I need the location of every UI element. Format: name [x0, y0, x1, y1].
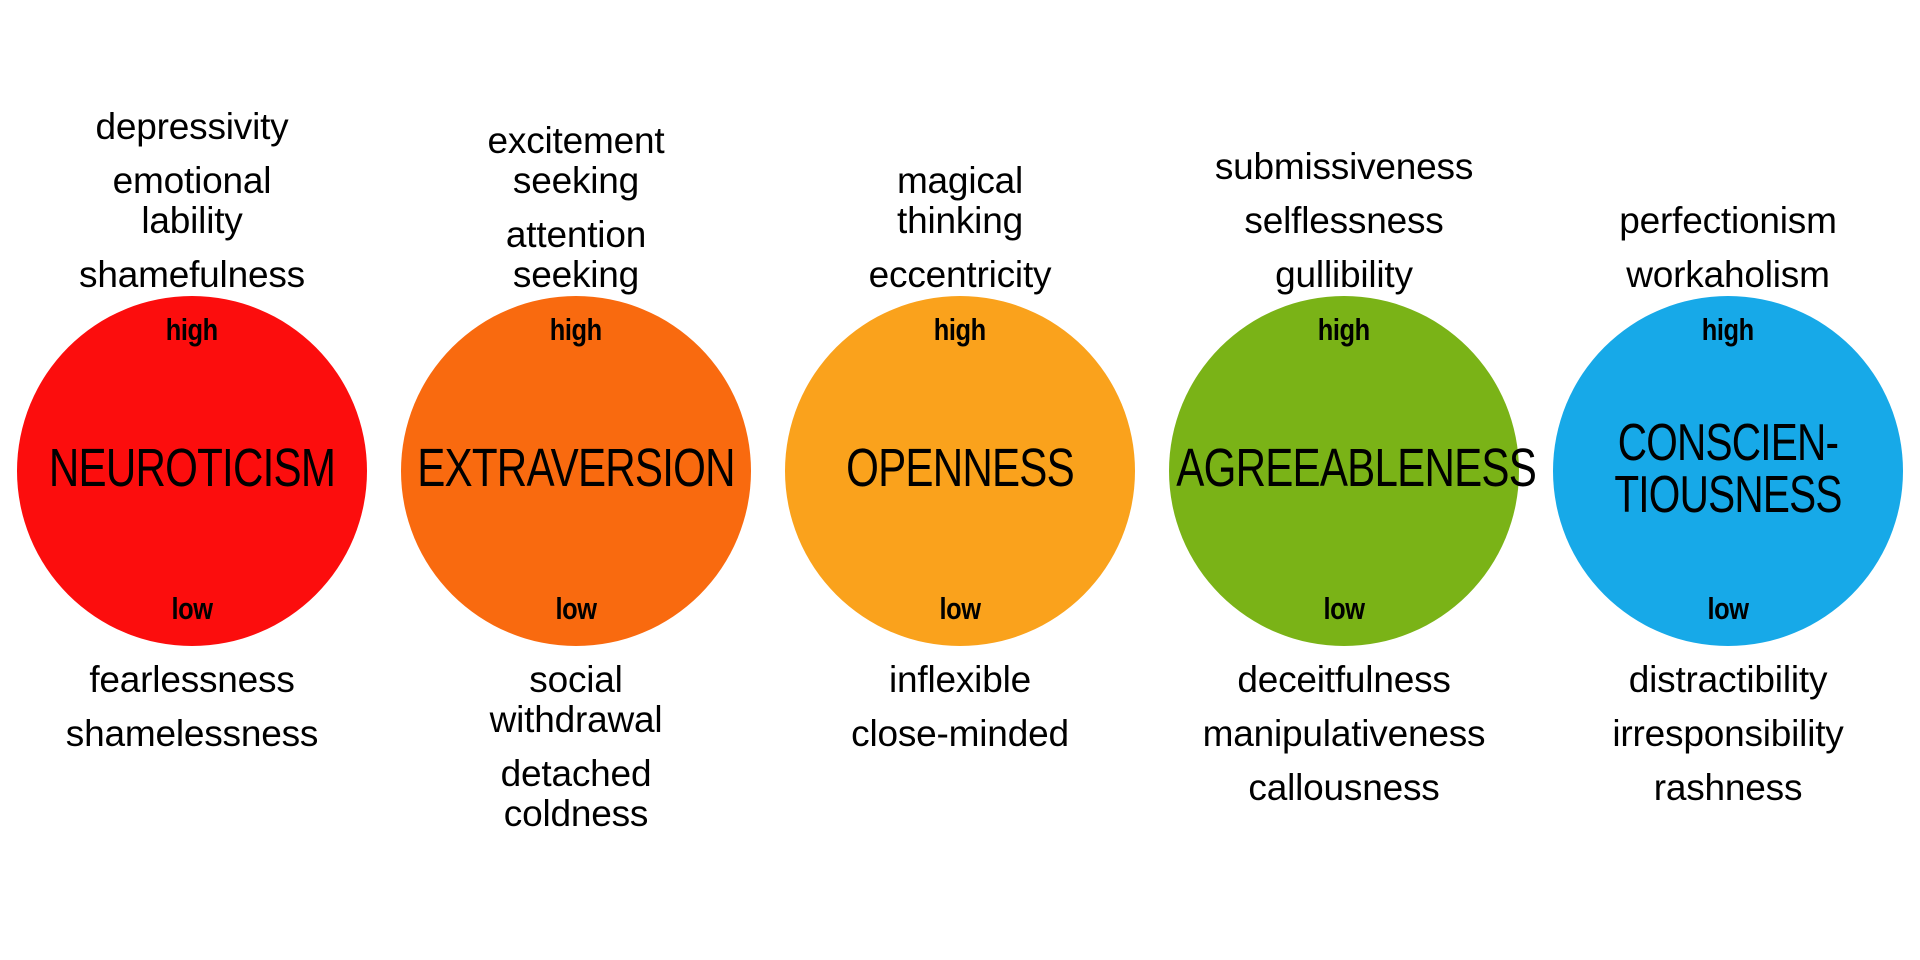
low-facet-list: social withdrawal detached coldness	[384, 660, 768, 834]
trait-name: AGREEABLENESS	[1176, 438, 1537, 499]
low-facet-label: detached coldness	[500, 752, 652, 834]
high-facet-label: attention seeking	[505, 214, 647, 296]
high-facet-list: depressivity emotional lability shamefulne…	[0, 107, 384, 295]
pole-high-label: high	[549, 312, 602, 347]
low-facet-label: rashness	[1653, 766, 1803, 808]
low-facet-label: irresponsibility	[1612, 712, 1844, 754]
high-facet-list: magical thinking eccentricity	[768, 161, 1152, 295]
low-facet-list: distractibility irresponsibility rashness	[1536, 660, 1920, 808]
trait-name: EXTRAVERSION	[417, 438, 735, 499]
trait-name: CONSCIEN- TIOUSNESS	[1614, 414, 1842, 524]
high-facet-label: submissiveness	[1214, 146, 1474, 188]
high-facet-label: gullibility	[1275, 254, 1413, 296]
pole-high-label: high	[1317, 312, 1370, 347]
low-facet-list: deceitfulness manipulativeness callousness	[1152, 660, 1536, 808]
high-facet-label: eccentricity	[868, 254, 1052, 296]
high-facet-label: emotional lability	[112, 160, 272, 242]
high-facet-label: excitement seeking	[487, 120, 665, 202]
low-facet-label: social withdrawal	[489, 659, 663, 740]
high-facet-list: submissiveness selflessness gullibility	[1152, 147, 1536, 295]
pole-low-label: low	[1323, 590, 1365, 626]
high-facet-label: shamefulness	[79, 254, 305, 296]
low-facet-label: distractibility	[1628, 659, 1828, 700]
low-facet-label: fearlessness	[89, 659, 295, 700]
low-facet-label: shamelessness	[65, 712, 319, 754]
low-facet-label: inflexible	[889, 659, 1031, 700]
low-facet-label: manipulativeness	[1202, 712, 1486, 754]
high-facet-label: magical thinking	[896, 160, 1024, 242]
pole-high-label: high	[933, 312, 986, 347]
high-facet-label: selflessness	[1244, 200, 1444, 242]
low-facet-label: close-minded	[851, 712, 1069, 754]
high-facet-label: depressivity	[95, 106, 289, 148]
high-facet-label: perfectionism	[1619, 200, 1837, 242]
pole-high-label: high	[165, 312, 218, 347]
low-facet-label: callousness	[1248, 766, 1440, 808]
pole-low-label: low	[171, 590, 213, 626]
low-facet-list: inflexible close-minded	[768, 660, 1152, 754]
low-facet-list: fearlessness shamelessness	[0, 660, 384, 754]
trait-column: depressivity emotional lability shamefulne…	[0, 0, 384, 960]
pole-low-label: low	[1707, 591, 1749, 626]
pole-low-label: low	[555, 590, 597, 626]
high-facet-list: perfectionism workaholism	[1536, 201, 1920, 295]
trait-name: NEUROTICISM	[48, 438, 336, 499]
trait-name: OPENNESS	[846, 438, 1075, 499]
low-facet-label: deceitfulness	[1237, 659, 1451, 700]
pole-low-label: low	[939, 590, 981, 626]
high-facet-label: workaholism	[1626, 254, 1830, 296]
pole-high-label: high	[1701, 312, 1754, 347]
high-facet-list: excitement seeking attention seeking	[384, 121, 768, 295]
